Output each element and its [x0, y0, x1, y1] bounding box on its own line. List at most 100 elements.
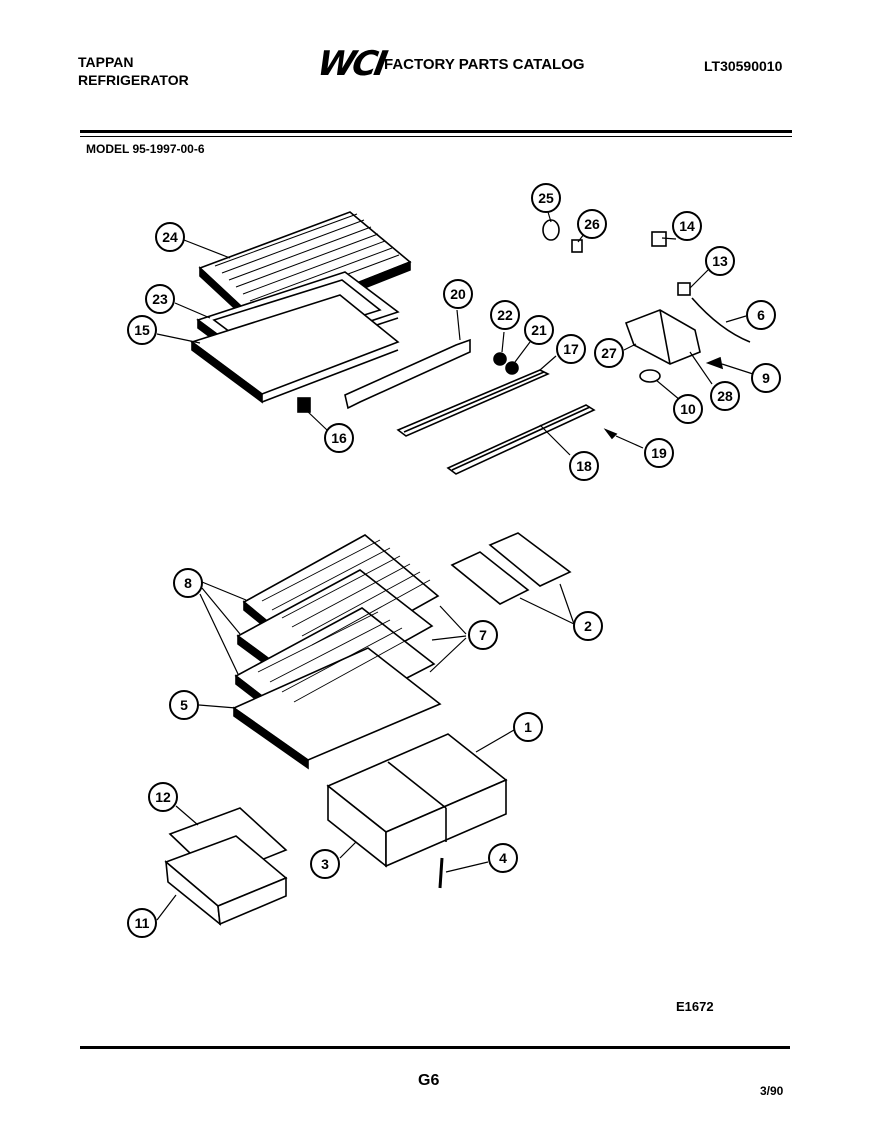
- callout-label: 10: [680, 401, 696, 417]
- part-9-clip: [705, 356, 724, 370]
- callout-circle: [524, 315, 554, 345]
- callout-circle: [468, 620, 498, 650]
- callout-27: 27: [594, 338, 624, 368]
- catalog-title: FACTORY PARTS CATALOG: [384, 56, 585, 73]
- callout-24: 24: [155, 222, 185, 252]
- header-rule-thin: [80, 136, 792, 137]
- callout-label: 28: [717, 388, 733, 404]
- callout-label: 7: [479, 627, 487, 643]
- callout-4: 4: [488, 843, 518, 873]
- callout-11: 11: [127, 908, 157, 938]
- callout-19: 19: [644, 438, 674, 468]
- callout-label: 26: [584, 216, 600, 232]
- callout-9: 9: [751, 363, 781, 393]
- callout-circle: [155, 222, 185, 252]
- header-rule: [80, 130, 792, 133]
- callout-label: 21: [531, 322, 547, 338]
- callout-circle: [573, 611, 603, 641]
- callout-circle: [751, 363, 781, 393]
- callout-label: 25: [538, 190, 554, 206]
- callout-label: 20: [450, 286, 466, 302]
- callout-circle: [594, 338, 624, 368]
- callout-circle: [672, 211, 702, 241]
- callout-circle: [531, 183, 561, 213]
- part-20-bracket: [344, 338, 471, 410]
- callout-25: 25: [531, 183, 561, 213]
- callout-circle: [488, 843, 518, 873]
- part-22-screw: [493, 352, 507, 366]
- part-19-screw: [603, 428, 618, 440]
- callout-circle: [324, 423, 354, 453]
- callout-label: 3: [321, 856, 329, 872]
- page-code: G6: [418, 1072, 440, 1089]
- callout-12: 12: [148, 782, 178, 812]
- part-2-ice-tray-b: [488, 532, 572, 587]
- callout-7: 7: [468, 620, 498, 650]
- callout-label: 9: [762, 370, 770, 386]
- part-13-control: [677, 282, 691, 296]
- footer-rule: [80, 1046, 790, 1049]
- callout-20: 20: [443, 279, 473, 309]
- callout-circle: [569, 451, 599, 481]
- part-16-knob: [297, 397, 311, 413]
- callout-label: 16: [331, 430, 347, 446]
- callout-label: 2: [584, 618, 592, 634]
- callout-label: 4: [499, 850, 507, 866]
- callout-14: 14: [672, 211, 702, 241]
- callout-label: 12: [155, 789, 171, 805]
- callout-circle: [310, 849, 340, 879]
- callout-label: 8: [184, 575, 192, 591]
- callout-label: 27: [601, 345, 617, 361]
- callout-circle: [577, 209, 607, 239]
- part-14-control: [651, 231, 667, 247]
- callout-circle: [644, 438, 674, 468]
- date-code: 3/90: [760, 1084, 784, 1098]
- callout-circle: [173, 568, 203, 598]
- callout-circle: [169, 690, 199, 720]
- brand-name: TAPPAN: [78, 54, 134, 70]
- callout-label: 13: [712, 253, 728, 269]
- callout-13: 13: [705, 246, 735, 276]
- callout-10: 10: [673, 394, 703, 424]
- callout-circle: [148, 782, 178, 812]
- callout-3: 3: [310, 849, 340, 879]
- callout-label: 23: [152, 291, 168, 307]
- callout-18: 18: [569, 451, 599, 481]
- callout-28: 28: [710, 381, 740, 411]
- callout-circle: [127, 908, 157, 938]
- part-26-socket: [571, 239, 583, 253]
- callout-26: 26: [577, 209, 607, 239]
- callout-circle: [513, 712, 543, 742]
- callout-circle: [710, 381, 740, 411]
- part-shelf-assembly: [232, 534, 442, 770]
- callout-1: 1: [513, 712, 543, 742]
- callout-circle: [673, 394, 703, 424]
- part-21-screw: [505, 361, 519, 375]
- callout-circle: [145, 284, 175, 314]
- callout-8: 8: [173, 568, 203, 598]
- callout-circle: [127, 315, 157, 345]
- callout-circle: [705, 246, 735, 276]
- figure-code: E1672: [676, 999, 714, 1014]
- callout-label: 18: [576, 458, 592, 474]
- leader-lines: [156, 211, 754, 921]
- callout-label: 17: [563, 341, 579, 357]
- product-type: REFRIGERATOR: [78, 72, 189, 88]
- part-10-knob: [639, 369, 661, 383]
- part-27-housing: [624, 309, 701, 365]
- part-25-bulb: [542, 219, 560, 241]
- callout-16: 16: [324, 423, 354, 453]
- part-2-ice-tray: [450, 551, 530, 605]
- catalog-number: LT30590010: [704, 58, 783, 74]
- callout-15: 15: [127, 315, 157, 345]
- callout-label: 11: [135, 915, 150, 931]
- part-11-pan: [164, 835, 288, 926]
- part-shelf-glass: [190, 294, 400, 404]
- callout-2: 2: [573, 611, 603, 641]
- callout-5: 5: [169, 690, 199, 720]
- part-crisper-drawer: [326, 733, 508, 868]
- part-6-wire: [691, 297, 751, 343]
- callout-circle: [490, 300, 520, 330]
- callout-17: 17: [556, 334, 586, 364]
